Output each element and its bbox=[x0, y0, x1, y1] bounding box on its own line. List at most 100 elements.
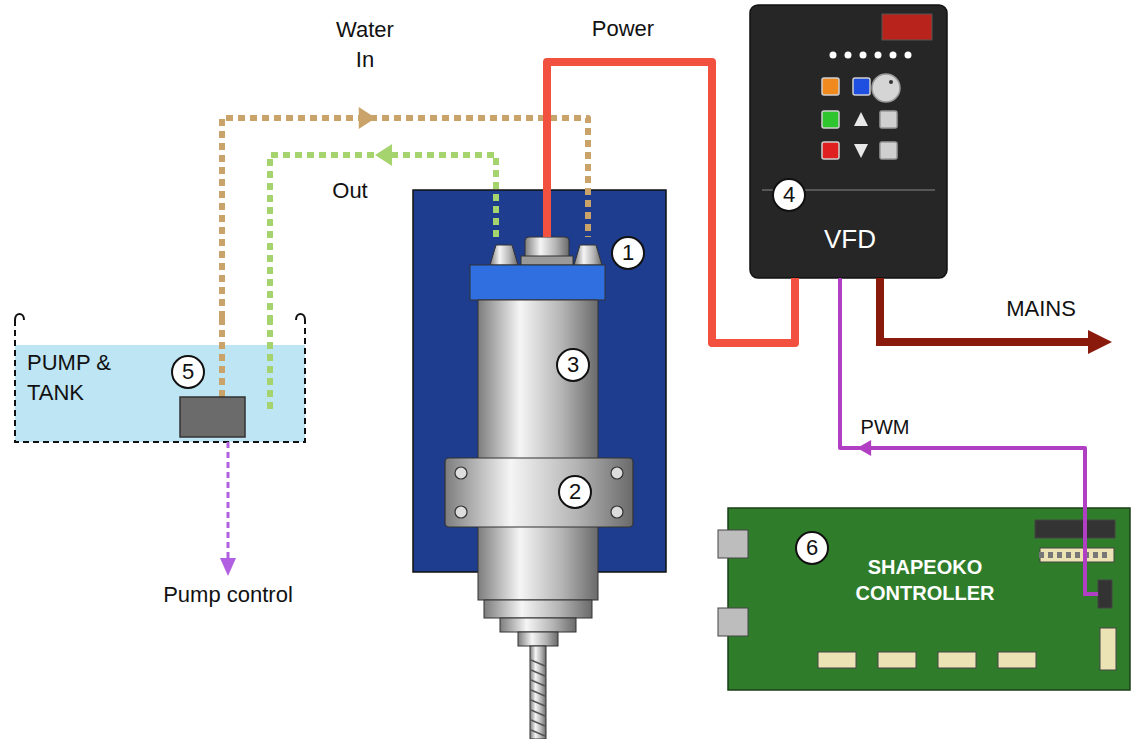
spindle-clamp: 2 bbox=[445, 458, 633, 527]
vfd-box: 4VFD bbox=[750, 5, 947, 278]
bit-flutes bbox=[531, 710, 545, 716]
spindle-clamp bbox=[455, 467, 467, 479]
edge-label: PWM bbox=[852, 412, 918, 442]
pump-control-arrow bbox=[220, 442, 236, 576]
indicator-dot bbox=[905, 52, 912, 59]
board-connector bbox=[938, 652, 976, 668]
mains-cable bbox=[1088, 330, 1112, 354]
edge-label: Out bbox=[320, 176, 380, 206]
spindle bbox=[574, 245, 602, 265]
bit-flutes bbox=[531, 700, 545, 706]
board-connector bbox=[718, 520, 1116, 670]
pump-box bbox=[180, 397, 245, 437]
connector-pin bbox=[1039, 552, 1107, 558]
bit-flutes bbox=[531, 720, 545, 726]
callout-number: 4 bbox=[772, 178, 806, 212]
spindle bbox=[490, 245, 518, 265]
mounting-plate: 1 3 2 bbox=[413, 190, 666, 572]
board-connector bbox=[718, 530, 748, 558]
spindle bbox=[518, 632, 558, 646]
callout-number: 1 bbox=[611, 236, 645, 270]
tank-water bbox=[15, 345, 305, 442]
board-connector bbox=[818, 652, 856, 668]
connector-pin bbox=[1057, 552, 1062, 558]
bit-flutes bbox=[531, 660, 545, 666]
callout-number: 3 bbox=[556, 348, 590, 382]
tank-hook bbox=[296, 314, 305, 320]
water-out-hose bbox=[270, 144, 496, 318]
controller-board: 6SHAPEOKO CONTROLLER bbox=[728, 508, 1130, 690]
vfd-button bbox=[822, 111, 839, 128]
vfd-button bbox=[854, 112, 868, 126]
connector-pin bbox=[1039, 552, 1044, 558]
tank-label: PUMP & TANK bbox=[27, 348, 137, 408]
spindle-clamp bbox=[445, 458, 633, 527]
indicator-dot bbox=[830, 52, 912, 59]
spindle bbox=[484, 600, 592, 618]
spindle: 3 bbox=[470, 237, 605, 625]
tank-outline bbox=[15, 320, 305, 442]
hose-stub bbox=[219, 318, 225, 397]
board-connector bbox=[1035, 520, 1115, 538]
board-connector bbox=[998, 652, 1036, 668]
vfd-button bbox=[853, 78, 870, 95]
callout-number: 2 bbox=[558, 475, 592, 509]
spindle bbox=[500, 618, 576, 632]
pwm-signal bbox=[840, 278, 1085, 508]
arrowhead bbox=[857, 440, 871, 456]
callout-number: 6 bbox=[795, 531, 829, 565]
water-in-hose bbox=[222, 118, 588, 318]
pump-control-arrow bbox=[227, 442, 230, 560]
tank-hook bbox=[15, 314, 24, 320]
tank-outline bbox=[15, 320, 305, 442]
vfd-button bbox=[872, 74, 900, 102]
vfd-button bbox=[822, 74, 900, 159]
mains-label: MAINS bbox=[996, 294, 1086, 324]
vfd-button bbox=[854, 144, 868, 158]
water-out-hose bbox=[270, 155, 496, 318]
connector-pin bbox=[1093, 552, 1098, 558]
bit-flutes bbox=[531, 730, 545, 736]
vfd-label: VFD bbox=[805, 223, 895, 255]
vfd-button bbox=[880, 142, 897, 159]
connector-pin bbox=[1075, 552, 1080, 558]
bit-flutes bbox=[531, 670, 545, 676]
indicator-dot bbox=[860, 52, 867, 59]
power-cable bbox=[547, 62, 795, 343]
spindle bbox=[530, 646, 546, 739]
indicator-dot bbox=[890, 52, 897, 59]
controller-board bbox=[728, 508, 1130, 690]
pump-control-label: Pump control bbox=[118, 580, 338, 610]
connector-pin bbox=[1102, 552, 1107, 558]
spindle-clamp bbox=[445, 458, 633, 527]
edge-label: Power bbox=[578, 14, 668, 44]
pwm-signal bbox=[840, 278, 1085, 508]
bit-flutes bbox=[531, 660, 545, 736]
spindle bbox=[521, 256, 573, 265]
spindle-clamp bbox=[611, 506, 623, 518]
pwm-board-trace bbox=[1085, 508, 1098, 594]
bit-flutes bbox=[531, 680, 545, 686]
controller-board bbox=[728, 508, 1130, 690]
board-connector bbox=[1098, 580, 1112, 608]
tank-water bbox=[15, 345, 305, 442]
connector-pin bbox=[1048, 552, 1053, 558]
indicator-dot bbox=[875, 52, 882, 59]
arrowhead bbox=[375, 144, 392, 166]
vfd-button bbox=[822, 142, 839, 159]
board-connector bbox=[1040, 548, 1114, 562]
pump-box bbox=[180, 397, 245, 437]
power-cable bbox=[547, 62, 795, 343]
pwm-board-trace bbox=[1085, 508, 1098, 594]
vfd-body bbox=[750, 5, 947, 278]
spindle bbox=[478, 300, 598, 600]
callout-number: 5 bbox=[171, 355, 205, 389]
board-connector bbox=[878, 652, 916, 668]
vfd-body bbox=[882, 14, 932, 40]
spindle-clamp bbox=[611, 467, 623, 479]
indicator-dot bbox=[830, 52, 837, 59]
tank-hook bbox=[15, 314, 305, 320]
edge-label: Water In bbox=[325, 15, 405, 75]
vfd-body bbox=[750, 5, 947, 278]
hose-stub bbox=[222, 318, 270, 410]
